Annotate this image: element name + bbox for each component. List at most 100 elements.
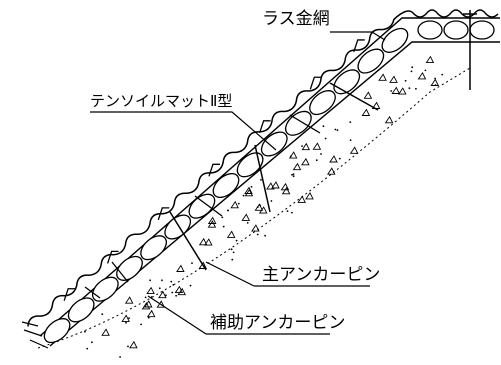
soil-dot (292, 173, 295, 176)
soil-dot (338, 157, 341, 160)
soil-grain (146, 286, 155, 295)
soil-grain (176, 264, 185, 272)
mesh-clip (208, 163, 220, 177)
soil-dot (165, 294, 167, 297)
soil-dot (260, 179, 262, 181)
soil-grain (101, 328, 110, 336)
mat-bag (67, 297, 95, 323)
soil-dot (291, 174, 293, 176)
soil-grain (349, 146, 359, 154)
soil-grain (301, 142, 311, 151)
soil-dot (189, 284, 192, 287)
soil-grain (266, 182, 275, 190)
soil-dot (322, 125, 325, 128)
soil-dot (170, 280, 173, 283)
soil-grain (121, 314, 130, 322)
soil-dot (246, 222, 249, 224)
soil-grain (244, 186, 253, 194)
soil-dot (147, 316, 150, 319)
soil-dot (161, 279, 163, 282)
soil-grain (329, 155, 338, 163)
soil-grain (141, 302, 151, 310)
soil-grain (207, 220, 217, 228)
soil-dot (415, 87, 417, 90)
mat-bag (309, 90, 336, 116)
soil-dot (324, 137, 327, 140)
mat-bag (236, 152, 264, 178)
soil-dot (411, 66, 414, 69)
soil-dot (250, 186, 253, 188)
soil-texture (84, 55, 444, 358)
soil-dot (127, 345, 129, 348)
soil-dot (140, 323, 143, 326)
soil-grain (397, 87, 407, 95)
soil-dot (237, 202, 240, 205)
soil-dot (264, 234, 266, 237)
aux-anchor-pins (84, 114, 321, 299)
soil-lower-boundary (37, 67, 471, 349)
soil-grain (129, 340, 138, 349)
soil-dot (86, 347, 89, 350)
soil-grain (146, 309, 156, 318)
mat-bag (140, 235, 167, 261)
leader-lines (90, 31, 386, 335)
mesh-clip (309, 76, 322, 90)
mesh-clip (106, 250, 119, 264)
soil-grain (158, 290, 167, 299)
soil-dot (410, 70, 413, 73)
soil-grain (230, 200, 239, 209)
label-lath-mesh: ラス金網 (262, 9, 330, 29)
mat-bag (43, 318, 71, 344)
soil-grain (361, 108, 371, 116)
soil-grain (177, 287, 186, 296)
mat-bag (333, 69, 361, 95)
soil-grain (288, 151, 298, 159)
soil-grain (297, 195, 306, 203)
soil-dot (232, 251, 235, 254)
soil-dot (231, 258, 234, 261)
soil-grain (203, 238, 213, 246)
soil-dot (175, 294, 178, 297)
soil-dot (336, 129, 339, 132)
mat-bag (381, 27, 409, 53)
label-aux-anchor: 補助アンカーピン (210, 313, 345, 333)
soil-dot (191, 262, 193, 264)
soil-dot (334, 128, 337, 131)
soil-grain (430, 78, 440, 86)
soil-dot (230, 248, 233, 251)
soil-grain (251, 224, 260, 232)
slope-toe (21, 321, 49, 349)
soil-grain (241, 213, 251, 221)
mat-bag (188, 193, 216, 219)
soil-dot (101, 313, 104, 316)
soil-dot (349, 139, 352, 142)
mat-bag (212, 172, 240, 199)
soil-dot (149, 279, 152, 282)
soil-grain (207, 216, 217, 224)
soil-grain (425, 55, 435, 64)
soil-dot (128, 317, 130, 319)
soil-dot (424, 69, 427, 72)
soil-grain (326, 167, 336, 175)
mat-bag (357, 48, 385, 74)
soil-grain (312, 142, 322, 150)
soil-grain (156, 300, 166, 308)
soil-dot (84, 330, 86, 333)
mat-bag (417, 20, 443, 40)
label-tensoil-mat: テンソイルマットⅡ型 (90, 92, 232, 110)
soil-dot (286, 210, 289, 213)
soil-dot (441, 73, 444, 76)
soil-dot (292, 175, 295, 178)
soil-dot (227, 209, 229, 212)
soil-dot (144, 296, 147, 299)
soil-grain (378, 73, 387, 81)
soil-dot (320, 153, 322, 155)
mesh-clip (157, 207, 170, 221)
soil-grain (389, 75, 398, 83)
soil-dot (315, 159, 318, 162)
soil-dot (222, 225, 225, 228)
soil-grain (271, 181, 280, 189)
soil-dot (390, 90, 393, 92)
soil-grain (198, 237, 208, 246)
